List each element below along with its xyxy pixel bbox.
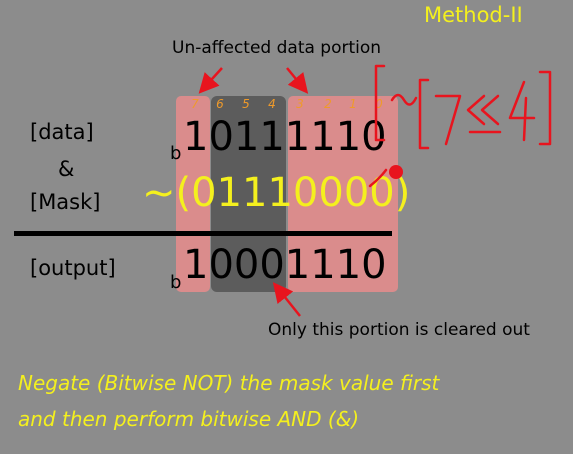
output-binary-prefix: b	[170, 272, 182, 293]
data-binary-prefix: b	[170, 143, 182, 164]
instruction-line-1: Negate (Bitwise NOT) the mask value firs…	[18, 371, 440, 395]
handwritten-note	[368, 64, 552, 188]
cleared-bits-highlight	[211, 96, 286, 292]
method-title: Method-II	[424, 3, 523, 27]
bit-index-5: 5	[242, 97, 250, 111]
unaffected-portion-label: Un-affected data portion	[172, 38, 382, 58]
bit-index-4: 4	[268, 97, 276, 111]
unaffected-bit7-highlight	[176, 96, 210, 292]
bit-index-1: 1	[349, 97, 357, 111]
cleared-portion-label: Only this portion is cleared out	[268, 320, 530, 340]
mask-label: [Mask]	[30, 190, 101, 214]
output-bits: 10001110	[183, 242, 387, 288]
bit-index-2: 2	[324, 97, 332, 111]
bit-index-0: 0	[375, 97, 383, 111]
arrow-to-cleared-bits	[272, 282, 301, 317]
data-label: [data]	[30, 120, 94, 144]
data-bits: 10111110	[183, 114, 387, 160]
bit-index-3: 3	[296, 97, 304, 111]
arrow-to-low-bits	[286, 67, 309, 94]
result-divider-line	[14, 231, 392, 236]
output-label: [output]	[30, 256, 116, 280]
bit-index-7: 7	[191, 97, 199, 111]
and-operator-label: &	[58, 157, 75, 181]
arrow-to-bit7	[198, 67, 223, 94]
pointer-dot	[389, 165, 403, 179]
bit-index-6: 6	[216, 97, 224, 111]
unaffected-low-bits-highlight	[288, 96, 398, 292]
instruction-line-2: and then perform bitwise AND (&)	[18, 407, 360, 431]
mask-expression: ~(01110000)	[142, 170, 411, 216]
